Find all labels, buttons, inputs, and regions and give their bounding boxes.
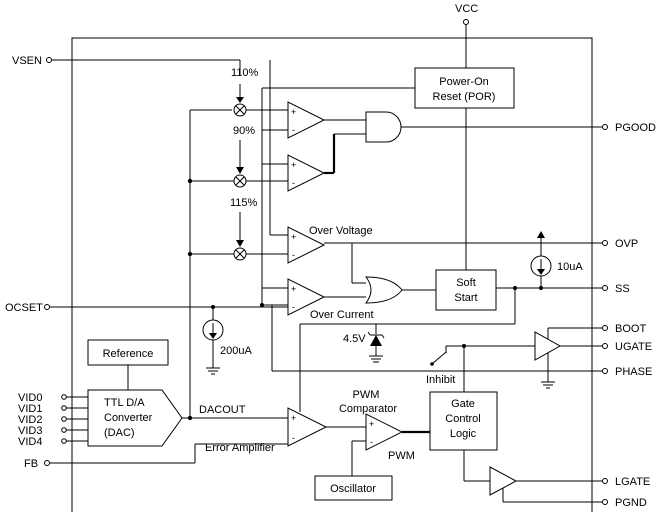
chip-outline xyxy=(71,37,593,512)
pin-label-pgnd: PGND xyxy=(615,497,647,509)
comparator-upper-minus: - xyxy=(292,125,295,135)
pin-vcc: VCC xyxy=(455,3,478,68)
inhibit-switch: Inhibit xyxy=(426,345,524,386)
soft-start-line2: Start xyxy=(454,292,477,304)
pin-ocset: OCSET xyxy=(5,302,300,314)
pin-ovp: OVP xyxy=(602,238,638,250)
pwm-comparator: + - xyxy=(365,413,404,451)
pin-label-lgate: LGATE xyxy=(615,476,650,488)
pin-lgate: LGATE xyxy=(602,476,650,488)
gate-control-logic: Gate Control Logic xyxy=(429,391,498,451)
pwm-label: PWM xyxy=(388,450,415,462)
pin-label-ovp: OVP xyxy=(615,238,638,250)
pwm-comparator-label-line1: PWM xyxy=(353,389,380,401)
pin-label-pgood: PGOOD xyxy=(615,122,656,134)
pin-label-ugate: UGATE xyxy=(615,341,652,353)
oscillator-block: Oscillator xyxy=(314,475,393,501)
comparator-oc-minus: - xyxy=(292,302,295,312)
pin-label-phase: PHASE xyxy=(615,366,652,378)
por-label-line2: Reset (POR) xyxy=(433,91,496,103)
pin-label-fb: FB xyxy=(24,458,38,470)
pct115-label: 115% xyxy=(230,197,258,209)
pin-pgnd: PGND xyxy=(602,497,647,509)
pin-phase: PHASE xyxy=(602,366,652,378)
pct90-label: 90% xyxy=(233,125,255,137)
pwm-comp-plus: + xyxy=(369,419,374,429)
pwm-comp-minus: - xyxy=(370,437,373,447)
comparator-ov-minus: - xyxy=(292,250,295,260)
pin-label-vid4: VID4 xyxy=(18,436,42,448)
comparator-lower-minus: - xyxy=(292,178,295,188)
and-gate xyxy=(365,111,402,143)
error-amplifier: + - xyxy=(287,407,328,447)
pin-label-boot: BOOT xyxy=(615,323,646,335)
por-block: Power-On Reset (POR) xyxy=(414,67,515,109)
pin-label-ocset: OCSET xyxy=(5,302,43,314)
i200ua-label: 200uA xyxy=(220,345,252,357)
reference-label: Reference xyxy=(103,348,154,360)
pin-ugate: UGATE xyxy=(602,341,652,353)
pct110-label: 110% xyxy=(231,67,259,79)
comparator-upper-plus: + xyxy=(291,107,296,117)
error-amplifier-label: Error Amplifier xyxy=(205,442,275,454)
soft-start-line1: Soft xyxy=(456,277,476,289)
pwm-comparator-label-line2: Comparator xyxy=(339,403,397,415)
pin-label-vid3: VID3 xyxy=(18,425,42,437)
current-source-10ua: 10uA xyxy=(530,231,583,288)
comparator-over-current: + - xyxy=(287,278,326,316)
pin-pgood: PGOOD xyxy=(602,122,656,134)
over-voltage-label: Over Voltage xyxy=(309,225,373,237)
gate-line3: Logic xyxy=(450,428,477,440)
or-gate xyxy=(364,276,403,304)
error-amp-plus: + xyxy=(291,413,296,423)
multiplier-110: 110% xyxy=(231,67,288,117)
comparator-lower: + - xyxy=(287,154,326,192)
dac-line3: (DAC) xyxy=(104,427,135,439)
comparator-ov-plus: + xyxy=(291,232,296,242)
pin-label-vsen: VSEN xyxy=(12,55,42,67)
pin-label-vid0: VID0 xyxy=(18,392,42,404)
pin-label-ss: SS xyxy=(615,283,630,295)
soft-start-block: Soft Start xyxy=(435,269,497,311)
dac-line1: TTL D/A xyxy=(104,397,145,409)
pin-boot: BOOT xyxy=(602,323,646,335)
dacout-label: DACOUT xyxy=(199,404,246,416)
comparator-over-voltage: + - xyxy=(287,226,326,264)
gate-line1: Gate xyxy=(451,398,475,410)
dac-block: TTL D/A Converter (DAC) xyxy=(87,389,183,447)
current-source-200ua: 200uA xyxy=(202,305,252,375)
gate-line2: Control xyxy=(445,413,480,425)
error-amp-minus: - xyxy=(292,433,295,443)
comparator-lower-plus: + xyxy=(291,160,296,170)
multiplier-90: 90% xyxy=(190,125,288,188)
zener-diode: 4.5V xyxy=(343,324,385,363)
over-current-label: Over Current xyxy=(310,309,374,321)
pin-label-vcc: VCC xyxy=(455,3,478,15)
oscillator-label: Oscillator xyxy=(330,483,376,495)
pin-fb: FB xyxy=(24,443,288,470)
pin-label-vid2: VID2 xyxy=(18,414,42,426)
pin-vid-group: VID0 VID1 VID2 VID3 VID4 xyxy=(18,392,88,448)
pin-vsen: VSEN xyxy=(12,55,241,75)
pin-ss: SS xyxy=(602,283,630,295)
i10ua-label: 10uA xyxy=(557,261,583,273)
por-label-line1: Power-On xyxy=(439,76,489,88)
comparator-upper: + - xyxy=(287,101,326,139)
multiplier-115: 115% xyxy=(190,197,288,261)
inhibit-label: Inhibit xyxy=(426,374,455,386)
zener-label: 4.5V xyxy=(343,333,366,345)
pin-label-vid1: VID1 xyxy=(18,403,42,415)
comparator-oc-plus: + xyxy=(291,284,296,294)
reference-block: Reference xyxy=(87,339,169,366)
dac-line2: Converter xyxy=(104,412,153,424)
